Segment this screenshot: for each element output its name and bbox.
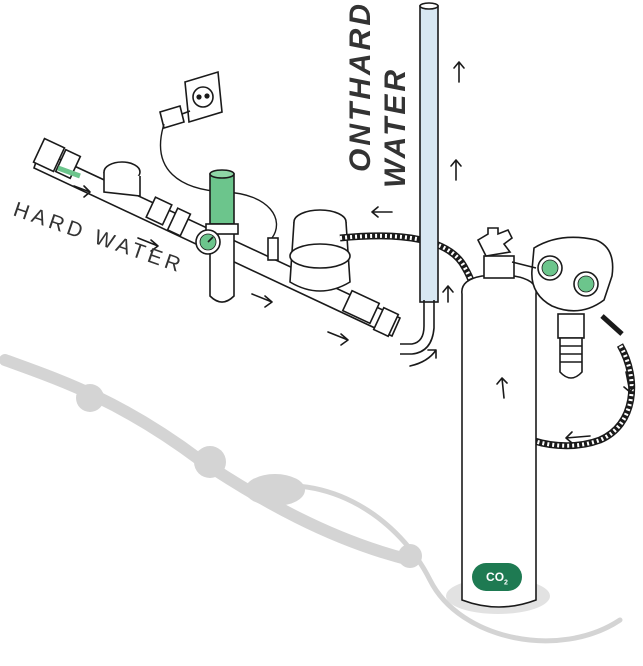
plug-icon (159, 104, 191, 130)
dosing-unit (267, 209, 351, 292)
power-socket-icon (184, 70, 223, 124)
onthard-label: ONTHARD (344, 1, 377, 172)
flow-arrow-icon (409, 349, 437, 367)
flow-arrow-icon (251, 293, 273, 308)
treated-water-column (400, 2, 439, 355)
flow-arrow-icon (450, 159, 462, 181)
flow-arrow-icon (371, 206, 393, 218)
flow-arrow-icon (442, 285, 454, 303)
flow-arrow-icon (73, 185, 91, 198)
co2-text: CO (486, 570, 505, 584)
flow-arrow-icon (453, 61, 465, 83)
co2-cylinder-icon (461, 227, 537, 608)
pressure-gauge-icon (195, 229, 221, 255)
flow-arrow-icon (137, 237, 159, 252)
pressure-regulator-icon (511, 236, 624, 379)
flow-arrows (73, 61, 635, 444)
co2-badge: CO2 (472, 563, 522, 591)
flow-arrow-icon (327, 331, 349, 346)
onthard-water-label: WATER (379, 66, 412, 188)
flow-arrow-icon (496, 377, 508, 399)
flow-arrow-icon (623, 371, 635, 393)
co2-subscript: 2 (504, 579, 508, 587)
flow-arrow-icon (565, 431, 591, 444)
